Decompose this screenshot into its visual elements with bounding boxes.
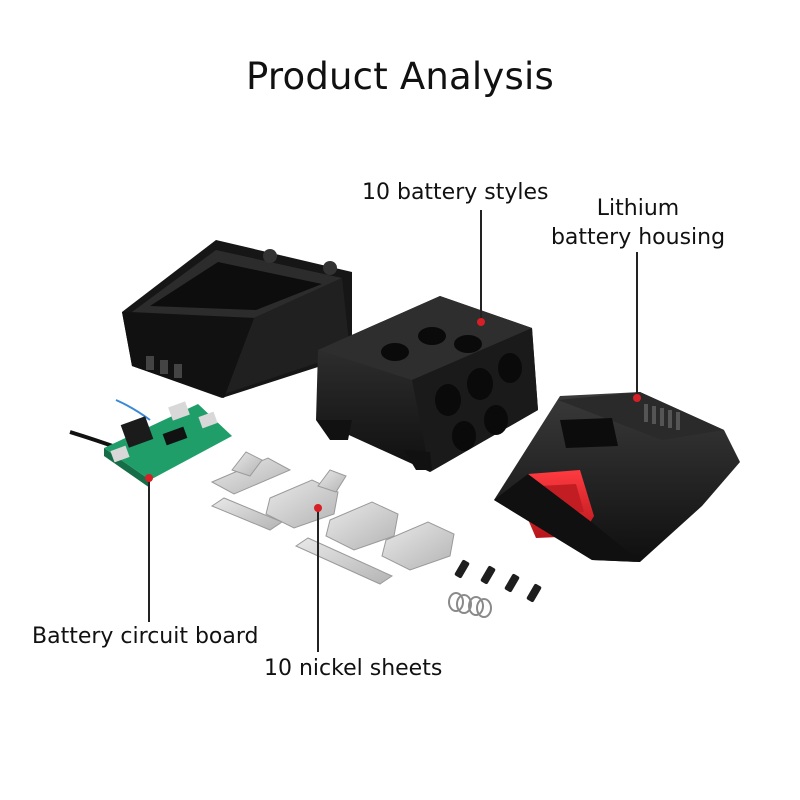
screws	[454, 559, 542, 603]
leader-dots	[145, 318, 641, 512]
label-housing-line1: Lithium	[596, 196, 680, 221]
leader-dot-nickel-sheets	[314, 504, 322, 512]
leader-lines	[148, 210, 638, 652]
label-nickel-sheets: 10 nickel sheets	[264, 656, 443, 681]
nickel-sheets	[210, 451, 455, 585]
label-battery-styles: 10 battery styles	[362, 180, 549, 205]
page-title: Product Analysis	[246, 55, 554, 98]
leader-dot-battery-styles	[477, 318, 485, 326]
cell-holder-frame	[316, 296, 538, 472]
leader-dot-housing	[633, 394, 641, 402]
springs	[448, 592, 492, 618]
leader-dot-circuit-board	[145, 474, 153, 482]
label-housing: Lithium battery housing	[546, 194, 730, 252]
circuit-board	[69, 399, 232, 488]
label-housing-line2: battery housing	[550, 225, 726, 250]
label-circuit-board: Battery circuit board	[32, 624, 259, 649]
open-case-shell	[122, 240, 352, 398]
battery-housing	[494, 392, 740, 562]
